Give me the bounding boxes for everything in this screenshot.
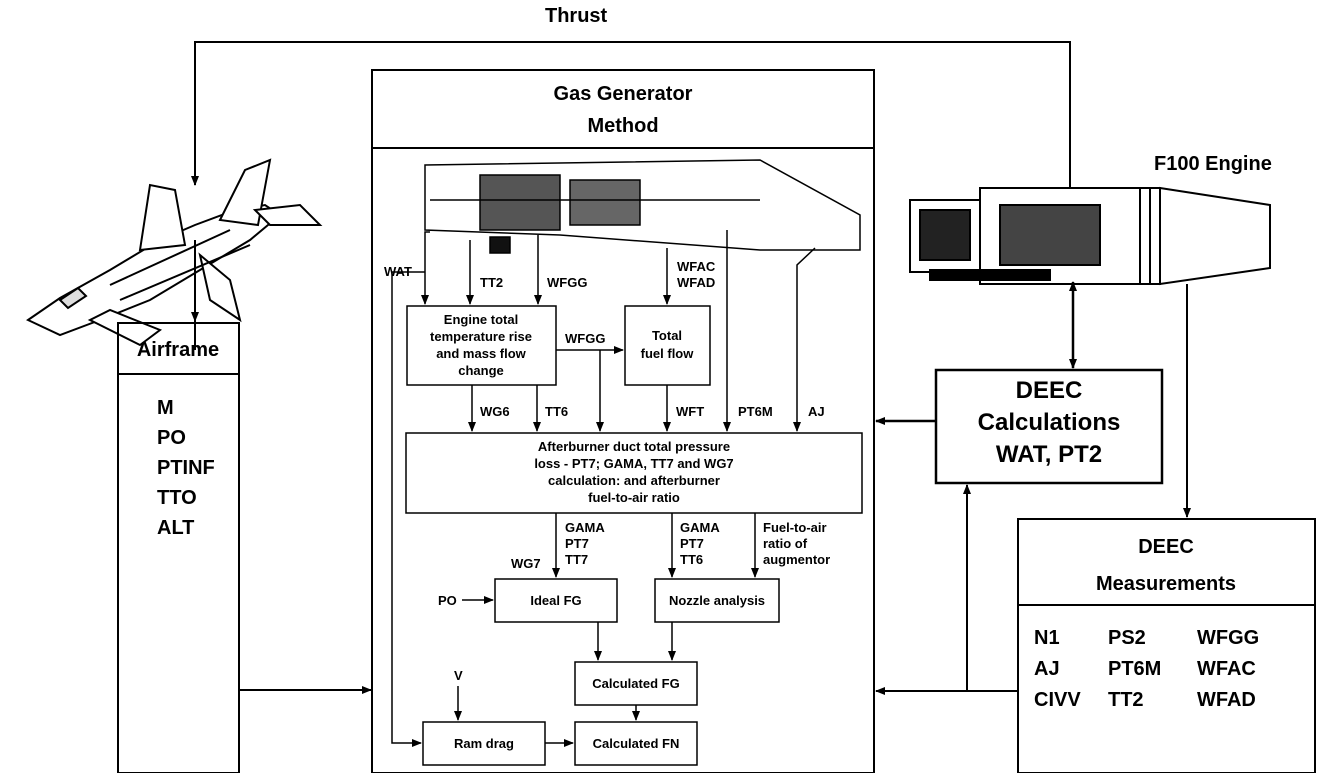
- deec-calc-line1: DEEC: [1016, 377, 1083, 404]
- calculated-fg-label: Calculated FG: [592, 676, 679, 691]
- deec-meas-tt2: TT2: [1108, 689, 1144, 711]
- wat-ram-line: [391, 271, 425, 747]
- ideal-fg-label: Ideal FG: [530, 593, 581, 608]
- wg6-label: WG6: [480, 404, 510, 419]
- airframe-box: [117, 322, 240, 774]
- gama-a-line1: GAMA: [565, 520, 605, 535]
- thrust-arrow: [191, 41, 1071, 196]
- gas-generator-title-line1: Gas Generator: [554, 83, 693, 105]
- ideal-fg-box: [494, 578, 618, 623]
- calculated-fn-label: Calculated FN: [593, 736, 680, 751]
- gama-a-line2: PT7: [565, 536, 589, 551]
- v-label: V: [454, 668, 463, 683]
- afterburner-box: [405, 432, 863, 514]
- airframe-param-po: PO: [157, 427, 186, 449]
- fuel-air-line2: ratio of: [763, 536, 808, 551]
- wg7-label: WG7: [511, 556, 541, 571]
- deec-meas-n1: N1: [1034, 627, 1060, 649]
- total-fuel-line2: fuel flow: [641, 346, 695, 361]
- nozzle-label: Nozzle analysis: [669, 593, 765, 608]
- wat-label: WAT: [384, 264, 412, 279]
- gama-b-line1: GAMA: [680, 520, 720, 535]
- wfgg-mid-label: WFGG: [565, 331, 605, 346]
- deec-meas-wfac: WFAC: [1197, 658, 1256, 680]
- deec-meas-wfgg: WFGG: [1197, 627, 1259, 649]
- gama-a-line3: TT7: [565, 552, 588, 567]
- airframe-param-ptinf: PTINF: [157, 457, 215, 479]
- engine-temp-line2: temperature rise: [430, 329, 532, 344]
- total-fuel-line1: Total: [652, 328, 682, 343]
- deec-meas-aj: AJ: [1034, 658, 1060, 680]
- gama-b-line2: PT7: [680, 536, 704, 551]
- tt2-label: TT2: [480, 275, 503, 290]
- f100-engine-label: F100 Engine: [1154, 153, 1272, 175]
- engine-cutaway-sketch: [424, 159, 861, 254]
- f100-engine-illustration: [909, 186, 1271, 286]
- thrust-label: Thrust: [545, 5, 608, 27]
- deec-meas-ps2: PS2: [1108, 627, 1146, 649]
- gas-generator-title-line2: Method: [587, 115, 658, 137]
- engine-temp-line1: Engine total: [444, 312, 518, 327]
- afterburner-line3: calculation: and afterburner: [548, 473, 720, 488]
- wfad-label: WFAD: [677, 275, 715, 290]
- deec-meas-wfad: WFAD: [1197, 689, 1256, 711]
- afterburner-line1: Afterburner duct total pressure: [538, 439, 730, 454]
- deec-calc-line3: WAT, PT2: [996, 441, 1102, 468]
- afterburner-line4: fuel-to-air ratio: [588, 490, 680, 505]
- airframe-param-m: M: [157, 397, 174, 419]
- tt6-label: TT6: [545, 404, 568, 419]
- deec-meas-line2: Measurements: [1096, 573, 1236, 595]
- aircraft-illustration: [25, 158, 323, 347]
- deec-calculations-box: [934, 368, 1164, 485]
- wat-line: [421, 231, 430, 305]
- wft-label: WFT: [676, 404, 704, 419]
- airframe-param-alt: ALT: [157, 517, 194, 539]
- gama-b-line3: TT6: [680, 552, 703, 567]
- deec-meas-civv: CIVV: [1034, 689, 1081, 711]
- airframe-title: Airframe: [137, 339, 219, 361]
- engine-temp-box: [406, 305, 557, 386]
- fuel-air-line3: augmentor: [763, 552, 830, 567]
- ram-drag-label: Ram drag: [454, 736, 514, 751]
- afterburner-line2: loss - PT7; GAMA, TT7 and WG7: [534, 456, 733, 471]
- calculated-fn-box: [574, 721, 698, 766]
- nozzle-box: [654, 578, 780, 623]
- po-label: PO: [438, 593, 457, 608]
- pt6m-label: PT6M: [738, 404, 773, 419]
- engine-temp-line4: change: [458, 363, 504, 378]
- fuel-air-line1: Fuel-to-air: [763, 520, 827, 535]
- airframe-param-tto: TTO: [157, 487, 197, 509]
- deec-calc-line2: Calculations: [978, 409, 1121, 436]
- deec-meas-line1: DEEC: [1138, 536, 1194, 558]
- deec-meas-pt6m: PT6M: [1108, 658, 1161, 680]
- gas-generator-frame: [371, 69, 875, 774]
- engine-temp-line3: and mass flow: [436, 346, 526, 361]
- aj-line: [793, 247, 816, 432]
- wfgg-in-label: WFGG: [547, 275, 587, 290]
- wfac-label: WFAC: [677, 259, 716, 274]
- aj-label: AJ: [808, 404, 825, 419]
